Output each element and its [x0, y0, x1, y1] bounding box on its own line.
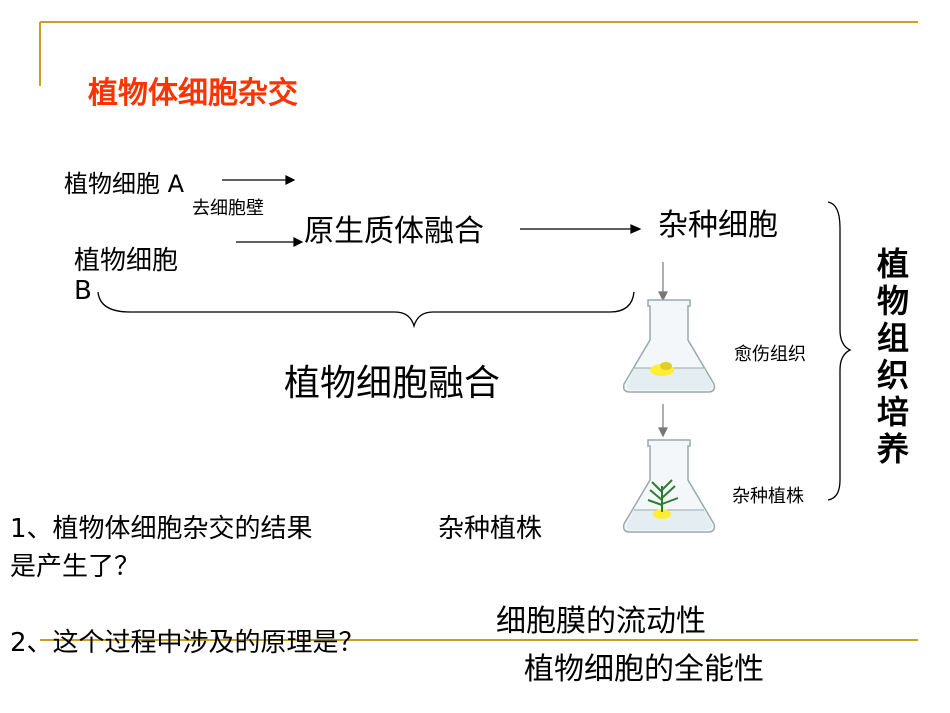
cell-b-label-line1: 植物细胞: [74, 246, 179, 276]
arrow-to-hybrid-head: [630, 224, 642, 234]
fusion-brace: [97, 291, 635, 329]
answer-2-line1: 细胞膜的流动性: [496, 604, 706, 639]
tissue-culture-label: 植物组织培养: [876, 245, 909, 468]
hybrid-plant-stage-label: 杂种植株: [732, 486, 804, 507]
arrow-cell-a-head: [285, 175, 296, 185]
fusion-label: 原生质体融合: [304, 214, 484, 249]
question-2: 2、这个过程中涉及的原理是？: [10, 628, 365, 658]
callus-label: 愈伤组织: [734, 344, 806, 365]
cell-fusion-label: 植物细胞融合: [284, 363, 501, 404]
cell-a-label: 植物细胞 A: [64, 170, 185, 198]
remove-wall-label: 去细胞壁: [192, 198, 264, 219]
cell-b-label-line2: B: [74, 276, 92, 306]
flask-callus-icon: [622, 299, 716, 393]
answer-2-line2: 植物细胞的全能性: [524, 652, 764, 687]
arrow-down-2-head: [658, 427, 668, 438]
hybrid-cell-label: 杂种细胞: [658, 208, 778, 243]
question-1-line1: 1、植物体细胞杂交的结果: [10, 514, 313, 544]
arrow-cell-b-head: [293, 237, 304, 247]
question-1-line2: 是产生了？: [10, 552, 141, 582]
answer-1: 杂种植株: [438, 514, 543, 544]
tissue-culture-brace: [827, 201, 852, 501]
arrow-down-1-head: [658, 291, 668, 302]
slide-title: 植物体细胞杂交: [88, 76, 298, 111]
flask-hybrid-plant-icon: [622, 439, 716, 533]
